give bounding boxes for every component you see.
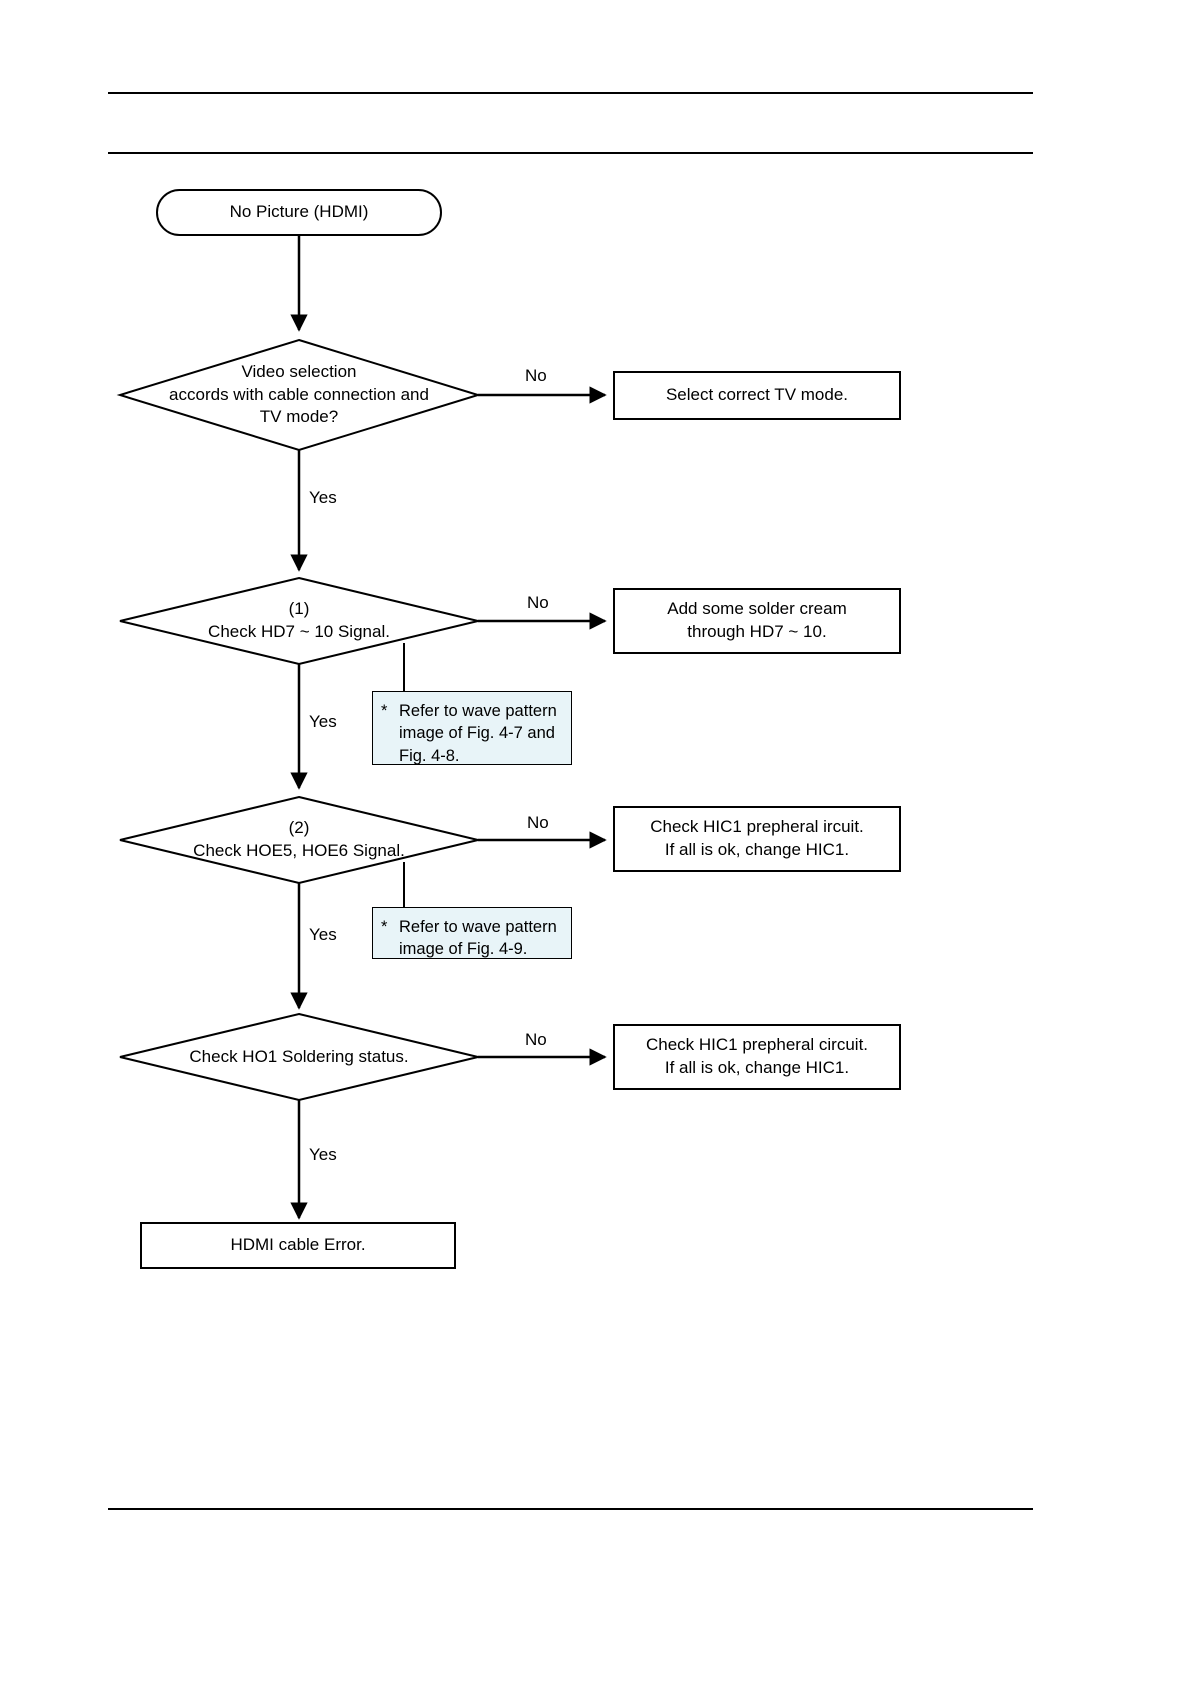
edge-label-yes-4: Yes <box>309 1146 337 1163</box>
header-rule-2 <box>108 152 1033 154</box>
node-action-check-hic1-peripheral-1[interactable]: Check HIC1 prepheral ircuit. If all is o… <box>613 806 901 872</box>
node-decision-video-selection-label: Video selection accords with cable conne… <box>140 355 458 435</box>
edge-no-4-text: No <box>525 1030 547 1049</box>
decision-4-text: Check HO1 Soldering status. <box>189 1046 409 1066</box>
note-2-asterisk: * <box>381 918 388 936</box>
node-end-hdmi-cable-error[interactable]: HDMI cable Error. <box>140 1222 456 1269</box>
note-wave-pattern-fig-4-9: * Refer to wave pattern image of Fig. 4-… <box>372 907 572 959</box>
decision-3-text: (2) Check HOE5, HOE6 Signal. <box>193 818 405 860</box>
node-decision-check-hoe5-hoe6-label: (2) Check HOE5, HOE6 Signal. <box>140 811 458 869</box>
node-action-3-label: Check HIC1 prepheral ircuit. If all is o… <box>650 817 864 859</box>
node-action-add-solder-cream[interactable]: Add some solder cream through HD7 ~ 10. <box>613 588 901 654</box>
node-action-check-hic1-peripheral-2[interactable]: Check HIC1 prepheral circuit. If all is … <box>613 1024 901 1090</box>
node-decision-check-hd7-label: (1) Check HD7 ~ 10 Signal. <box>150 592 448 650</box>
edge-label-no-1: No <box>525 367 547 384</box>
edge-label-yes-2: Yes <box>309 713 337 730</box>
edge-no-3-text: No <box>527 813 549 832</box>
node-start-label: No Picture (HDMI) <box>229 202 369 222</box>
note-wave-pattern-fig-4-7-4-8: * Refer to wave pattern image of Fig. 4-… <box>372 691 572 765</box>
footer-rule <box>108 1508 1033 1510</box>
node-action-select-tv-mode[interactable]: Select correct TV mode. <box>613 371 901 420</box>
note-2-text: Refer to wave pattern image of Fig. 4-9. <box>399 918 557 959</box>
edge-yes-4-text: Yes <box>309 1145 337 1164</box>
decision-1-text: Video selection accords with cable conne… <box>169 361 429 427</box>
edge-label-no-2: No <box>527 594 549 611</box>
edge-label-no-3: No <box>527 814 549 831</box>
node-action-2-label: Add some solder cream through HD7 ~ 10. <box>667 599 847 641</box>
edge-label-yes-3: Yes <box>309 926 337 943</box>
header-rule <box>108 92 1033 94</box>
edge-no-2-text: No <box>527 593 549 612</box>
node-action-4-label: Check HIC1 prepheral circuit. If all is … <box>645 1035 869 1077</box>
node-start-terminal[interactable]: No Picture (HDMI) <box>156 189 442 236</box>
edge-label-yes-1: Yes <box>309 489 337 506</box>
decision-2-text: (1) Check HD7 ~ 10 Signal. <box>208 599 390 641</box>
edge-no-1-text: No <box>525 366 547 385</box>
note-1-text: Refer to wave pattern image of Fig. 4-7 … <box>399 702 557 765</box>
node-decision-check-ho1-soldering-label: Check HO1 Soldering status. <box>145 1042 453 1072</box>
node-action-1-label: Select correct TV mode. <box>665 385 849 405</box>
edge-yes-2-text: Yes <box>309 712 337 731</box>
node-end-label: HDMI cable Error. <box>230 1235 366 1255</box>
note-1-asterisk: * <box>381 702 388 720</box>
edge-yes-3-text: Yes <box>309 925 337 944</box>
edge-label-no-4: No <box>525 1031 547 1048</box>
edge-yes-1-text: Yes <box>309 488 337 507</box>
